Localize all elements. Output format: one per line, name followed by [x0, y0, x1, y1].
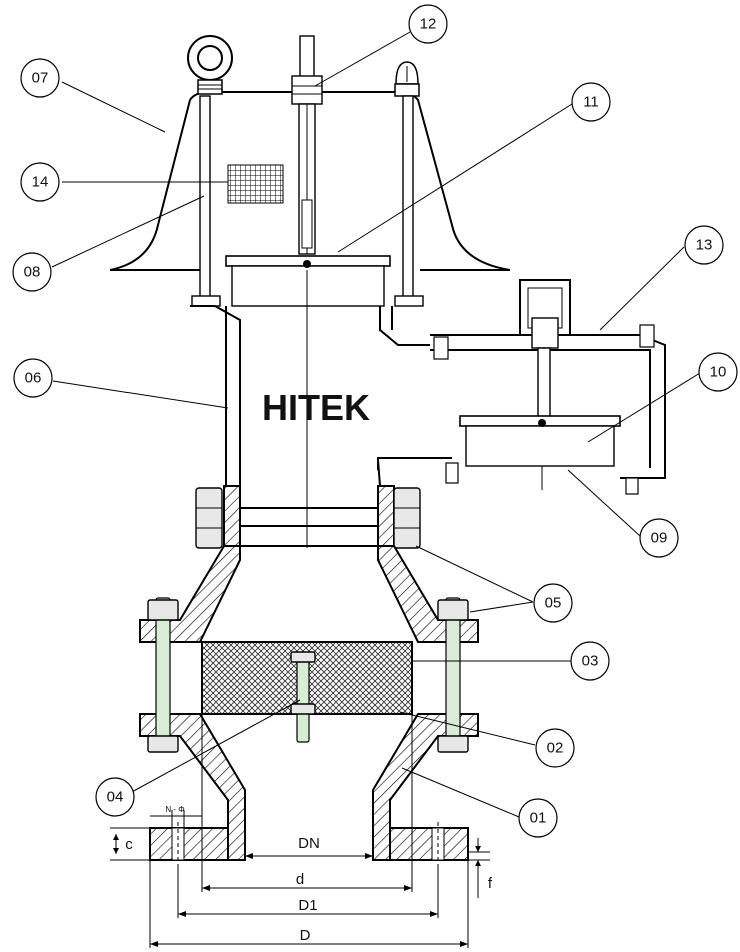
callout-08: 08 — [12, 252, 52, 292]
callout-04: 04 — [95, 777, 135, 817]
svg-text:04: 04 — [107, 789, 124, 806]
callout-13: 13 — [684, 225, 724, 265]
svg-text:10: 10 — [710, 364, 727, 381]
svg-text:11: 11 — [583, 94, 599, 111]
svg-text:13: 13 — [696, 237, 713, 254]
svg-text:01: 01 — [530, 810, 547, 827]
callout-05: 05 — [533, 583, 573, 623]
svg-text:14: 14 — [32, 174, 49, 191]
dim-c: c — [125, 836, 133, 853]
vent-body — [190, 270, 430, 548]
svg-text:08: 08 — [24, 264, 41, 281]
adjusting-spindle — [291, 35, 323, 255]
callout-02: 02 — [535, 728, 575, 768]
callout-14: 14 — [20, 162, 60, 202]
callout-03: 03 — [570, 641, 610, 681]
main-flange-studs — [147, 597, 469, 753]
dim-d-outer: D — [300, 927, 311, 944]
center-stud — [290, 651, 316, 743]
dim-f: f — [488, 875, 493, 892]
svg-text:06: 06 — [25, 370, 42, 387]
svg-text:02: 02 — [547, 740, 564, 757]
svg-text:07: 07 — [32, 70, 49, 87]
vacuum-chamber — [377, 279, 666, 495]
dimension-lines — [110, 714, 490, 948]
lifting-eye — [187, 35, 233, 95]
svg-text:12: 12 — [420, 16, 437, 33]
svg-text:03: 03 — [582, 653, 599, 670]
callout-11: 11 — [571, 82, 611, 122]
callout-07: 07 — [20, 58, 60, 98]
callout-06: 06 — [13, 358, 53, 398]
callout-12: 12 — [408, 4, 448, 44]
dim-d1: D1 — [298, 897, 317, 914]
leader-lines — [51, 31, 701, 818]
callout-09: 09 — [639, 518, 679, 558]
arrester-housing-upper — [139, 545, 479, 643]
brand-label: HITEK — [262, 387, 370, 428]
svg-text:09: 09 — [651, 530, 668, 547]
callout-01: 01 — [518, 798, 558, 838]
callout-10: 10 — [698, 352, 738, 392]
svg-text:05: 05 — [545, 595, 562, 612]
wire-mesh-screen — [227, 164, 284, 204]
dim-d-inner: d — [296, 871, 304, 888]
middle-flange — [195, 485, 421, 549]
dim-holes: N - Φ — [165, 805, 184, 814]
cap-nut — [394, 61, 420, 97]
dim-dn: DN — [298, 835, 320, 852]
pressure-pallet — [225, 255, 391, 307]
